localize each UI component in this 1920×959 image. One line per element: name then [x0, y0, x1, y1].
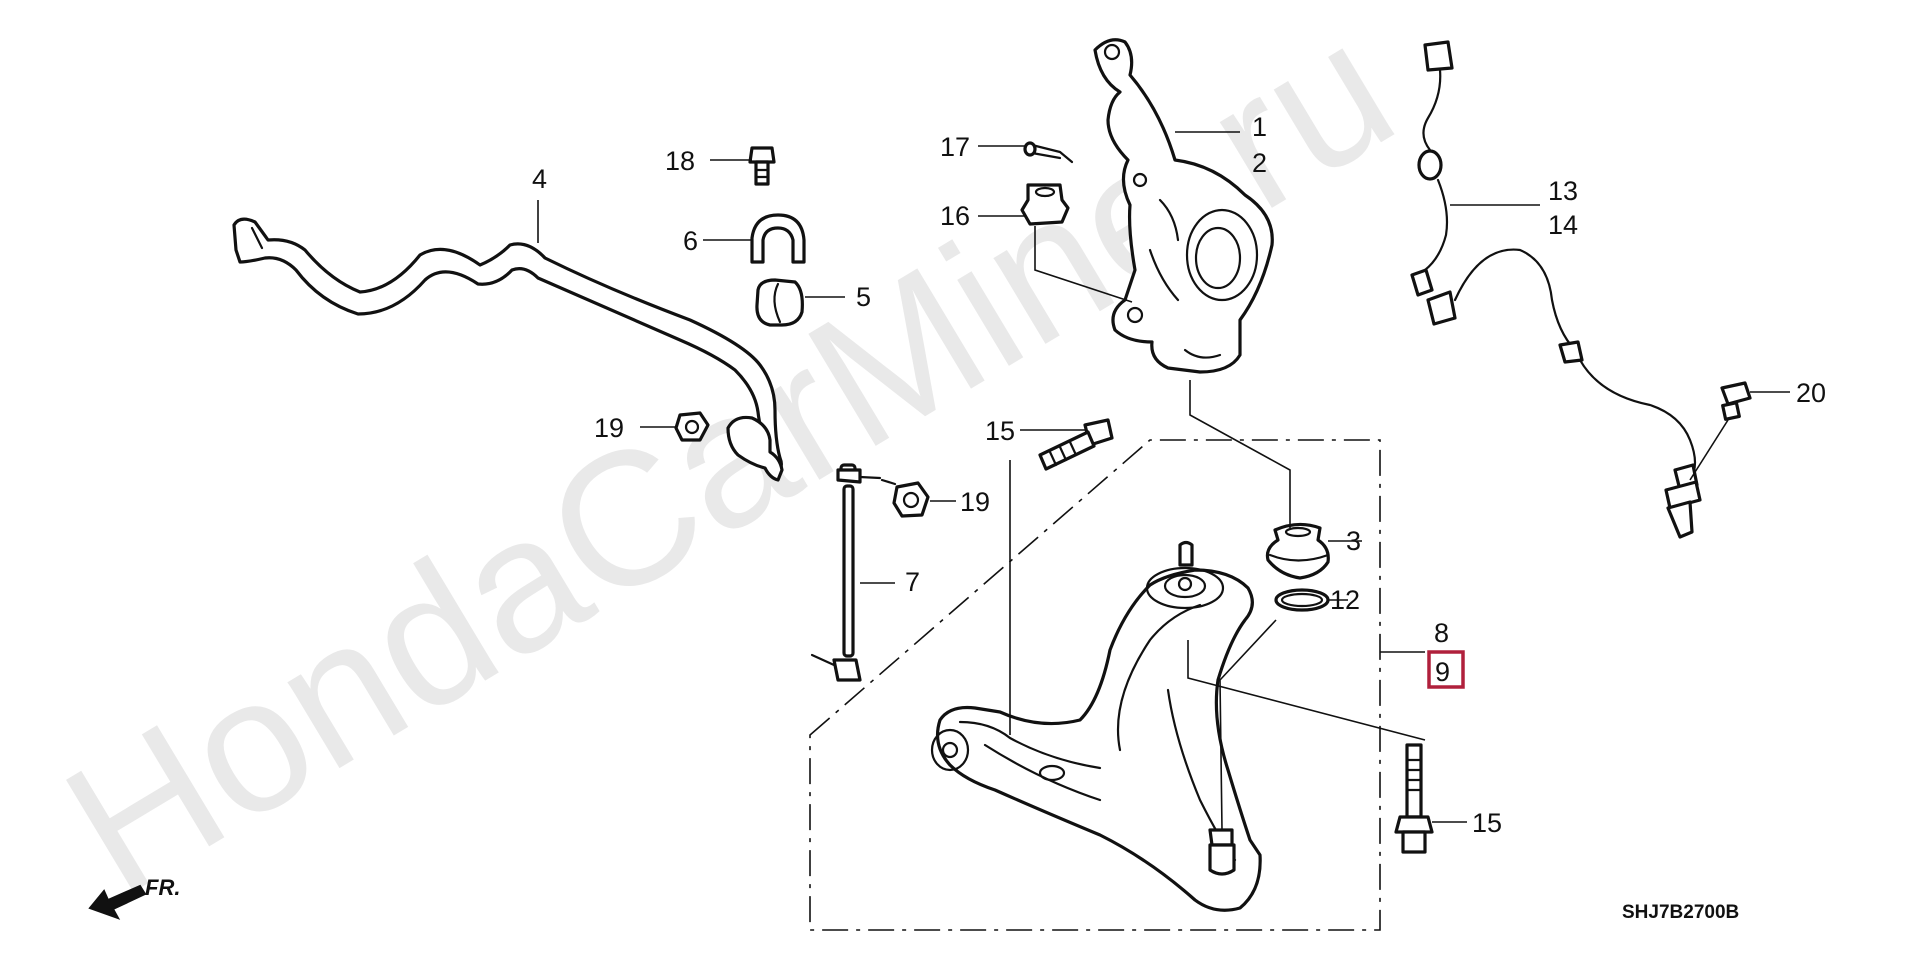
callout-20[interactable]: 20 [1796, 378, 1826, 408]
nut-19-left[interactable] [674, 411, 710, 442]
callout-8[interactable]: 8 [1434, 618, 1449, 648]
front-arrow: FR. [88, 875, 180, 920]
steering-knuckle[interactable] [1093, 38, 1274, 374]
callout-3[interactable]: 3 [1346, 526, 1361, 556]
front-indicator-label: FR. [145, 875, 180, 900]
callout-13[interactable]: 13 [1548, 176, 1578, 206]
stabilizer-bar[interactable] [232, 217, 783, 477]
front-arrow-icon [88, 884, 147, 920]
bolt-20[interactable] [1720, 381, 1752, 421]
ball-joint-boot[interactable] [1265, 522, 1330, 580]
cotter-pin[interactable] [1023, 141, 1074, 164]
callout-6[interactable]: 6 [683, 226, 698, 256]
callout-12[interactable]: 12 [1330, 585, 1360, 615]
bolt-15-upper[interactable] [1038, 418, 1114, 471]
callout-9-highlight[interactable]: 9 [1427, 650, 1465, 689]
diagram-code: SHJ7B2700B [1622, 902, 1739, 923]
wheel-speed-sensor-harness[interactable] [1410, 40, 1702, 539]
stabilizer-bushing[interactable] [755, 278, 804, 327]
stabilizer-bracket[interactable] [726, 415, 784, 482]
leader-lines [537, 131, 1790, 831]
callout-14[interactable]: 14 [1548, 210, 1578, 240]
callout-7[interactable]: 7 [905, 567, 920, 597]
callout-15-upper[interactable]: 15 [985, 416, 1015, 446]
callout-labels: 1 2 3 4 5 6 7 8 9 12 13 14 15 15 16 17 1… [532, 112, 1826, 838]
callout-4[interactable]: 4 [532, 164, 547, 194]
bolt-15-lower[interactable] [1394, 743, 1434, 854]
callout-17[interactable]: 17 [940, 132, 970, 162]
callout-19-right[interactable]: 19 [960, 487, 990, 517]
callout-5[interactable]: 5 [856, 282, 871, 312]
castle-nut[interactable] [1020, 183, 1070, 226]
snap-ring[interactable] [1274, 588, 1330, 612]
stabilizer-link[interactable] [810, 463, 882, 682]
callout-18[interactable]: 18 [665, 146, 695, 176]
lower-arm[interactable] [930, 540, 1262, 912]
nut-19-right[interactable] [880, 478, 930, 518]
callout-15-lower[interactable]: 15 [1472, 808, 1502, 838]
bolt-18[interactable] [748, 146, 776, 186]
callout-2[interactable]: 2 [1252, 148, 1267, 178]
callout-19-left[interactable]: 19 [594, 413, 624, 443]
callout-16[interactable]: 16 [940, 201, 970, 231]
callout-1[interactable]: 1 [1252, 112, 1267, 142]
lower-arm-assembly-frame [809, 439, 1425, 931]
bushing-holder[interactable] [750, 213, 806, 264]
callout-9: 9 [1435, 657, 1450, 687]
callout-9-box [1427, 650, 1465, 689]
